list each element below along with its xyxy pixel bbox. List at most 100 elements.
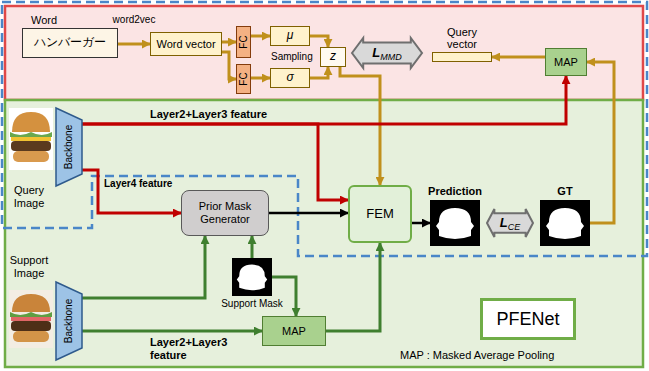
connector xyxy=(340,67,380,185)
connector xyxy=(82,76,566,124)
node-label: Backbone xyxy=(63,299,75,343)
sigma-box: σ xyxy=(270,68,310,88)
node-label: MAP xyxy=(282,325,306,338)
double-arrow xyxy=(487,209,533,237)
method-name-box: PFENet xyxy=(480,298,576,340)
feature-label: Layer2+Layer3 feature xyxy=(150,108,267,121)
note: MAP : Masked Average Pooling xyxy=(400,349,554,362)
feature-label: Layer2+Layer3 feature xyxy=(150,336,250,361)
input-label: Support Image xyxy=(4,254,54,279)
bun-top xyxy=(12,112,50,132)
node-label: σ xyxy=(286,71,293,85)
mask-blob xyxy=(436,208,474,239)
latent-z-box: z xyxy=(320,47,346,67)
mu-box: μ xyxy=(270,26,310,46)
photo-ground xyxy=(9,108,53,170)
input-label: Query Image xyxy=(6,184,52,209)
connector xyxy=(82,124,348,200)
node-heading: GT xyxy=(557,185,572,198)
trapezoid xyxy=(56,282,82,360)
mmd-loss-arrow: LMMD xyxy=(352,38,422,68)
connector xyxy=(82,236,205,298)
connector xyxy=(310,36,328,47)
cheese xyxy=(11,137,51,141)
connector xyxy=(310,67,328,78)
query-image xyxy=(9,108,53,170)
connector xyxy=(251,236,254,258)
node-heading: Word xyxy=(31,14,57,27)
mask-blob xyxy=(237,265,267,291)
trapezoid xyxy=(56,108,82,186)
map-box: MAP xyxy=(262,316,326,346)
node-label: Word vector xyxy=(156,38,215,51)
patty xyxy=(11,321,51,331)
backbone-trapezoid: Backbone xyxy=(56,108,82,186)
double-arrow xyxy=(352,38,422,68)
connector xyxy=(269,212,348,215)
connector xyxy=(326,243,380,331)
connector xyxy=(118,43,150,46)
prior-mask-generator: Prior Mask Generator xyxy=(181,190,269,236)
support-mask: Support Mask xyxy=(232,258,272,296)
mask-ground xyxy=(232,258,272,296)
fc-layer: FC xyxy=(236,26,251,58)
connector xyxy=(587,62,614,223)
support-image xyxy=(9,290,53,348)
mask-outline xyxy=(540,200,590,246)
node-label: FEM xyxy=(366,207,393,222)
bun-bottom xyxy=(13,331,49,342)
node-heading: Support Mask xyxy=(221,298,283,310)
lettuce xyxy=(10,312,52,317)
mask-ground xyxy=(540,200,590,246)
word-branch-region xyxy=(5,6,643,100)
fc-layer: FC xyxy=(236,64,251,94)
node-label: FC xyxy=(238,35,250,48)
word-vector-box: Word vector xyxy=(150,32,222,56)
connector xyxy=(251,77,270,80)
lettuce xyxy=(10,132,52,137)
connector xyxy=(222,41,236,44)
node-label: ハンバーガー xyxy=(34,36,106,50)
pfenet-region xyxy=(5,100,643,367)
patty xyxy=(11,141,51,151)
prediction-mask: Prediction xyxy=(430,200,480,246)
backbone-trapezoid: Backbone xyxy=(56,282,82,360)
connector xyxy=(251,35,270,38)
connector xyxy=(222,52,236,79)
tomato xyxy=(11,317,51,321)
connector xyxy=(272,277,296,316)
node-label: FC xyxy=(238,72,250,85)
bun-bottom xyxy=(13,151,49,162)
subscript: MMD xyxy=(380,52,402,62)
node-label: z xyxy=(330,50,336,64)
operation-label: Sampling xyxy=(271,51,313,63)
node-label: PFENet xyxy=(496,309,559,330)
connector xyxy=(82,330,262,333)
mask-ground xyxy=(430,200,480,246)
node-label: μ xyxy=(287,29,294,43)
mask-outline xyxy=(232,258,272,296)
node-label: Backbone xyxy=(63,125,75,169)
node-heading: Prediction xyxy=(428,185,482,198)
node-label: Prior Mask Generator xyxy=(182,200,268,225)
connector xyxy=(492,56,545,59)
feature-label: Layer4 feature xyxy=(104,178,172,190)
connector xyxy=(412,222,430,225)
node-heading: Query vector xyxy=(440,26,484,51)
node-label: MAP xyxy=(554,56,578,69)
node-label: L xyxy=(500,216,508,231)
map-box: MAP xyxy=(545,48,587,76)
connector xyxy=(82,170,181,213)
dashed-outline xyxy=(2,2,647,256)
node-label: L xyxy=(372,46,380,61)
fem-box: FEM xyxy=(348,185,412,243)
word-box: Wordハンバーガー xyxy=(22,28,118,58)
mask-blob xyxy=(546,208,584,239)
gt-mask: GT xyxy=(540,200,590,246)
edge-label: word2vec xyxy=(113,14,156,26)
subscript: CE xyxy=(508,222,521,232)
query-vector-box: Query vector xyxy=(432,52,492,62)
bun-top xyxy=(12,294,50,312)
ce-loss-arrow: LCE xyxy=(487,209,533,237)
